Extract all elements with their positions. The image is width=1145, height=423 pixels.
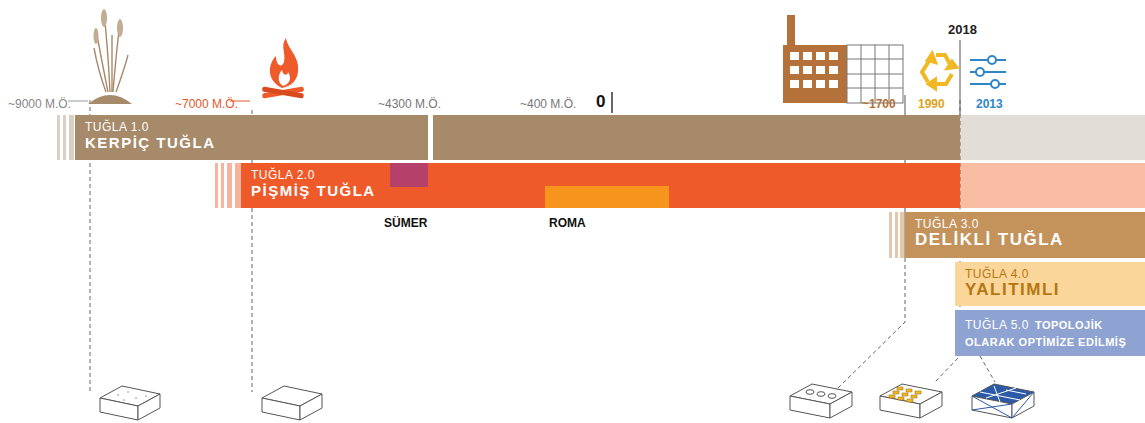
date-label: 2013 (976, 97, 1003, 111)
year-label: 2018 (948, 22, 977, 37)
faded-band (960, 163, 1145, 208)
tick (960, 40, 961, 115)
date-label: 0 (596, 92, 605, 112)
date-label: ~9000 M.Ö. (8, 97, 71, 111)
version-label: TUĞLA 3.0 (915, 217, 1135, 231)
era-band: TUĞLA 1.0KERPİÇ TUĞLA (75, 115, 960, 160)
date-label: ~4300 M.Ö. (378, 97, 441, 111)
band-stripes (889, 212, 904, 258)
brick-icon (262, 386, 322, 420)
insulated-brick-icon (880, 384, 942, 418)
era-band: TUĞLA 4.0YALITIMLI (955, 262, 1145, 306)
version-label: TUĞLA 4.0 (965, 267, 1135, 281)
optimized-brick-icon (972, 384, 1034, 418)
reed-icon (88, 9, 132, 104)
version-label: TUĞLA 5.0 (965, 318, 1029, 332)
era-band: TUĞLA 5.0TOPOLOJİK OLARAK OPTİMİZE EDİLM… (955, 310, 1145, 356)
sumer-span (390, 163, 428, 187)
brick-icon (100, 386, 160, 420)
date-label: ~7000 M.Ö. (175, 97, 238, 111)
band-stripes (215, 163, 241, 208)
era-title: PİŞMİŞ TUĞLA (251, 182, 950, 200)
era-title: YALITIMLI (965, 281, 1135, 299)
version-label: TUĞLA 1.0 (85, 120, 950, 134)
roma-span (545, 186, 669, 208)
band-stripes (57, 115, 74, 160)
tick (611, 92, 613, 113)
sliders-icon (970, 56, 1006, 88)
faded-band (960, 115, 1145, 160)
era-band: TUĞLA 2.0PİŞMİŞ TUĞLA (241, 163, 960, 208)
recycle-icon (922, 54, 956, 88)
date-label: ~400 M.Ö. (520, 97, 576, 111)
date-label: ~1700 (862, 97, 896, 111)
era-title: DELİKLİ TUĞLA (915, 231, 1135, 249)
band-gap (428, 115, 433, 160)
civilization-label: ROMA (549, 216, 586, 230)
era-title: KERPİÇ TUĞLA (85, 134, 950, 152)
factory-icon (783, 15, 903, 103)
date-label: 1990 (918, 97, 945, 111)
version-label: TUĞLA 2.0 (251, 168, 950, 182)
perforated-brick-icon (790, 384, 852, 418)
fire-icon (262, 38, 304, 99)
era-band: TUĞLA 3.0DELİKLİ TUĞLA (905, 212, 1145, 258)
civilization-label: SÜMER (384, 216, 427, 230)
